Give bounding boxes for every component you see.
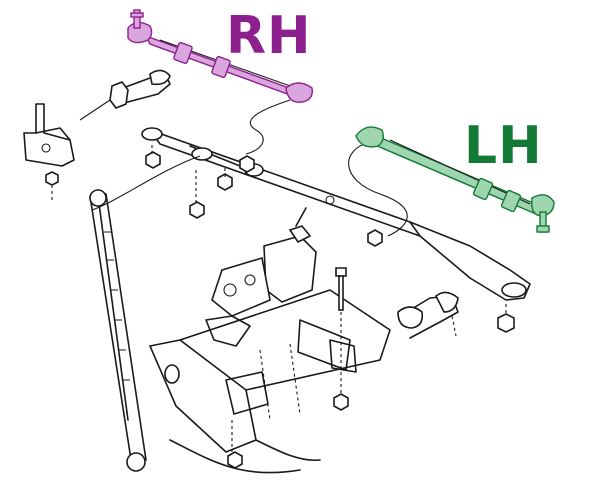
pitman-arm	[397, 291, 515, 339]
rh-label: RH	[226, 6, 312, 66]
idler-bracket	[23, 103, 75, 200]
center-bolt	[333, 267, 349, 411]
lh-leader-line	[348, 141, 408, 237]
rh-leader-line	[245, 99, 291, 155]
bracket-nut	[45, 171, 59, 186]
damper-nut	[227, 420, 243, 469]
idler-arm	[79, 69, 171, 121]
center-link-nuts	[145, 145, 383, 247]
frame-crossmember	[149, 289, 391, 474]
lh-tie-rod	[355, 126, 555, 233]
lh-label: LH	[464, 116, 543, 176]
center-link	[141, 127, 531, 301]
steering-damper	[89, 155, 201, 472]
rh-tie-rod	[127, 9, 313, 103]
steering-gear	[205, 207, 317, 347]
